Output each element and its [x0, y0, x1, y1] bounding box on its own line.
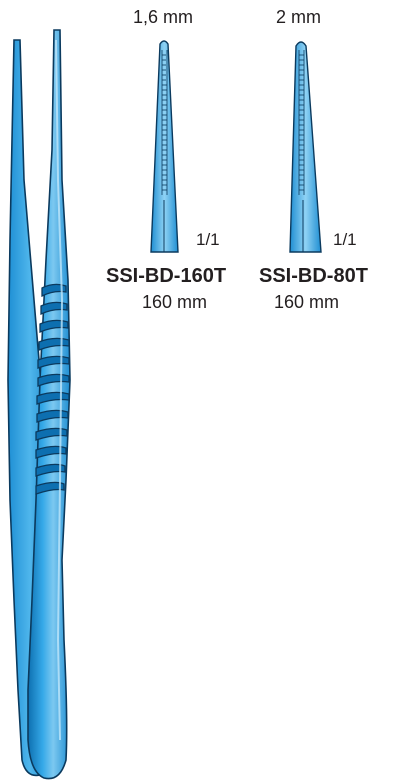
tip-width-label-1: 1,6 mm [133, 7, 194, 27]
scale-label-1: 1/1 [196, 230, 220, 249]
tip-detail-2 [289, 41, 322, 253]
tip-detail-1 [150, 40, 179, 253]
tip-serrations-2 [299, 54, 304, 191]
length-label-2: 160 mm [274, 292, 340, 312]
tip-serrations-1 [162, 54, 167, 191]
product-code-1: SSI-BD-160T [106, 265, 227, 287]
tip-width-label-2: 2 mm [276, 7, 321, 27]
length-label-1: 160 mm [142, 292, 208, 312]
product-code-2: SSI-BD-80T [259, 265, 368, 287]
scale-label-2: 1/1 [333, 230, 357, 249]
forceps-front-arm [27, 29, 71, 780]
